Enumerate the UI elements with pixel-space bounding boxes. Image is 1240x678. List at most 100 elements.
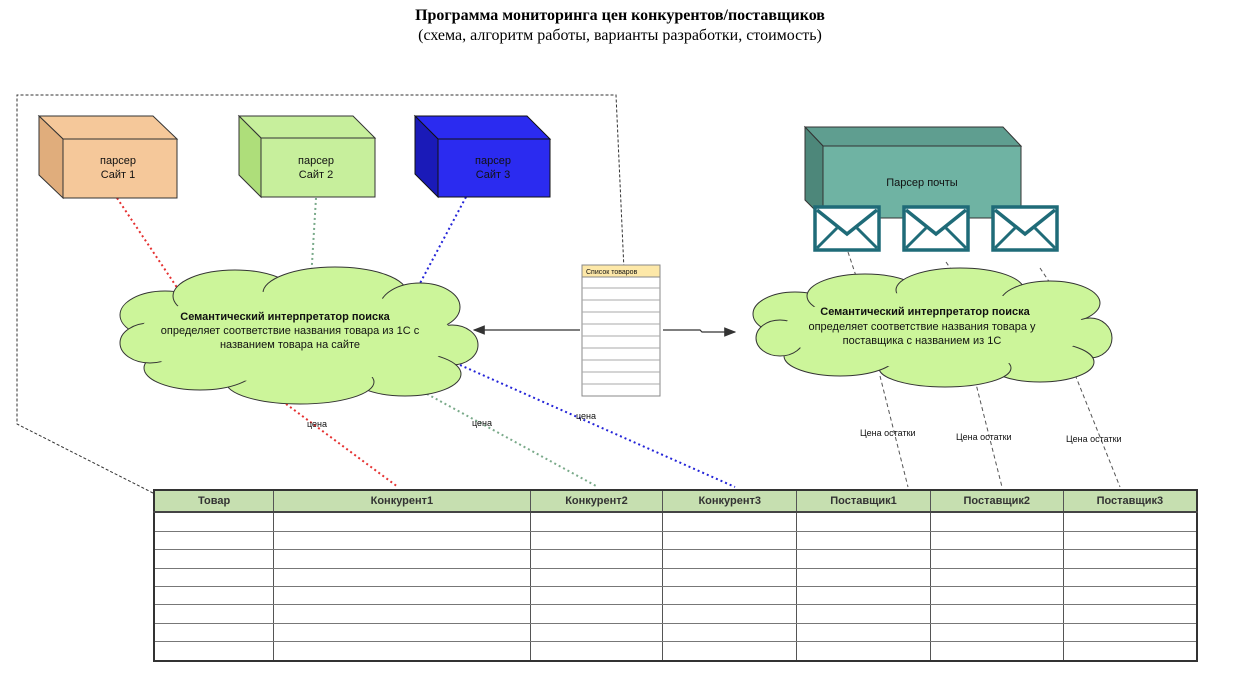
table-cell[interactable] — [529, 641, 664, 662]
parser-site1-box: парсер Сайт 1 — [37, 114, 179, 200]
table-cell[interactable] — [796, 604, 931, 624]
connector-cloud-competitor2 — [404, 381, 599, 488]
table-cell[interactable] — [273, 530, 531, 551]
table-cell[interactable] — [153, 511, 275, 532]
connector-site3-cloud — [417, 196, 467, 288]
table-row — [153, 549, 1198, 569]
table-cell[interactable] — [929, 549, 1064, 569]
column-header-supplier1: Поставщик1 — [796, 489, 931, 513]
envelope-icon — [813, 205, 881, 252]
table-cell[interactable] — [273, 622, 531, 643]
table-row — [153, 511, 1198, 532]
arrow-to-right-cloud — [663, 327, 737, 337]
right-cloud-line3: поставщика с названием из 1С — [843, 335, 1002, 347]
table-row — [153, 604, 1198, 624]
table-cell[interactable] — [153, 549, 275, 569]
table-cell[interactable] — [929, 585, 1064, 606]
table-cell[interactable] — [796, 641, 931, 662]
table-cell[interactable] — [662, 567, 798, 587]
price-comparison-table: Товар Конкурент1 Конкурент2 Конкурент3 П… — [153, 489, 1198, 662]
parser-site2-label-2: Сайт 2 — [299, 169, 334, 181]
left-cloud-title: Семантический интерпретатор поиска — [180, 311, 390, 323]
subtitle-text: (схема, алгоритм работы, варианты разраб… — [418, 27, 822, 44]
table-cell[interactable] — [1062, 622, 1198, 643]
column-header-competitor1: Конкурент1 — [273, 489, 531, 513]
table-cell[interactable] — [529, 622, 664, 643]
column-header-competitor2: Конкурент2 — [529, 489, 664, 513]
table-row — [153, 530, 1198, 551]
table-cell[interactable] — [153, 622, 275, 643]
left-cloud-line3: названием товара на сайте — [220, 339, 360, 351]
parser-site2-label-1: парсер — [298, 155, 334, 167]
table-cell[interactable] — [273, 567, 531, 587]
table-cell[interactable] — [153, 530, 275, 551]
table-cell[interactable] — [929, 511, 1064, 532]
column-header-product: Товар — [153, 489, 275, 513]
connector-cloud-supplier1 — [879, 375, 909, 488]
table-cell[interactable] — [796, 622, 931, 643]
table-cell[interactable] — [662, 549, 798, 569]
table-cell[interactable] — [1062, 511, 1198, 532]
parser-site2-box: парсер Сайт 2 — [237, 114, 377, 199]
table-cell[interactable] — [529, 549, 664, 569]
table-cell[interactable] — [529, 604, 664, 624]
table-cell[interactable] — [1062, 585, 1198, 606]
parser-site1-label-2: Сайт 1 — [101, 169, 136, 181]
column-header-competitor3: Конкурент3 — [662, 489, 798, 513]
table-cell[interactable] — [529, 530, 664, 551]
product-list-header: Список товаров — [586, 269, 638, 276]
connector-cloud-supplier2 — [974, 379, 1003, 488]
table-cell[interactable] — [929, 567, 1064, 587]
table-cell[interactable] — [662, 641, 798, 662]
table-cell[interactable] — [529, 567, 664, 587]
table-cell[interactable] — [662, 511, 798, 532]
table-cell[interactable] — [1062, 604, 1198, 624]
table-cell[interactable] — [273, 585, 531, 606]
right-cloud-title: Семантический интерпретатор поиска — [820, 306, 1030, 318]
table-cell[interactable] — [929, 530, 1064, 551]
price-label-1: цена — [307, 419, 327, 429]
table-cell[interactable] — [273, 549, 531, 569]
table-cell[interactable] — [153, 604, 275, 624]
table-cell[interactable] — [153, 641, 275, 662]
table-cell[interactable] — [796, 567, 931, 587]
table-cell[interactable] — [1062, 641, 1198, 662]
table-cell[interactable] — [662, 604, 798, 624]
table-cell[interactable] — [796, 530, 931, 551]
table-cell[interactable] — [662, 585, 798, 606]
table-header-row: Товар Конкурент1 Конкурент2 Конкурент3 П… — [153, 489, 1198, 513]
table-cell[interactable] — [796, 585, 931, 606]
boundary-outline — [16, 94, 625, 494]
diagram-title: Программа мониторинга цен конкурентов/по… — [0, 6, 1240, 46]
table-cell[interactable] — [153, 585, 275, 606]
right-semantic-cloud: Семантический интерпретатор поиска опред… — [752, 267, 1113, 388]
mail-parser-box: Парсер почты — [803, 125, 1023, 220]
table-cell[interactable] — [929, 641, 1064, 662]
table-cell[interactable] — [273, 641, 531, 662]
parser-site3-box: парсер Сайт 3 — [413, 114, 552, 199]
connector-mail1 — [847, 251, 859, 283]
table-cell[interactable] — [273, 511, 531, 532]
table-cell[interactable] — [153, 567, 275, 587]
table-cell[interactable] — [796, 511, 931, 532]
table-cell[interactable] — [529, 585, 664, 606]
table-cell[interactable] — [1062, 549, 1198, 569]
table-cell[interactable] — [796, 549, 931, 569]
table-cell[interactable] — [1062, 530, 1198, 551]
table-cell[interactable] — [662, 530, 798, 551]
left-cloud-line2: определяет соответствие названия товара … — [161, 325, 420, 337]
envelope-icon — [991, 205, 1059, 252]
price-stock-label-2: Цена остатки — [956, 432, 1012, 442]
price-label-2: цена — [472, 418, 492, 428]
table-cell[interactable] — [273, 604, 531, 624]
table-cell[interactable] — [929, 604, 1064, 624]
table-cell[interactable] — [1062, 567, 1198, 587]
right-cloud-line2: определяет соответствие названия товара … — [808, 321, 1036, 333]
table-row — [153, 622, 1198, 643]
connector-cloud-supplier3 — [1069, 361, 1121, 488]
table-cell[interactable] — [929, 622, 1064, 643]
connector-site1-cloud — [116, 197, 181, 293]
table-cell[interactable] — [529, 511, 664, 532]
table-cell[interactable] — [662, 622, 798, 643]
